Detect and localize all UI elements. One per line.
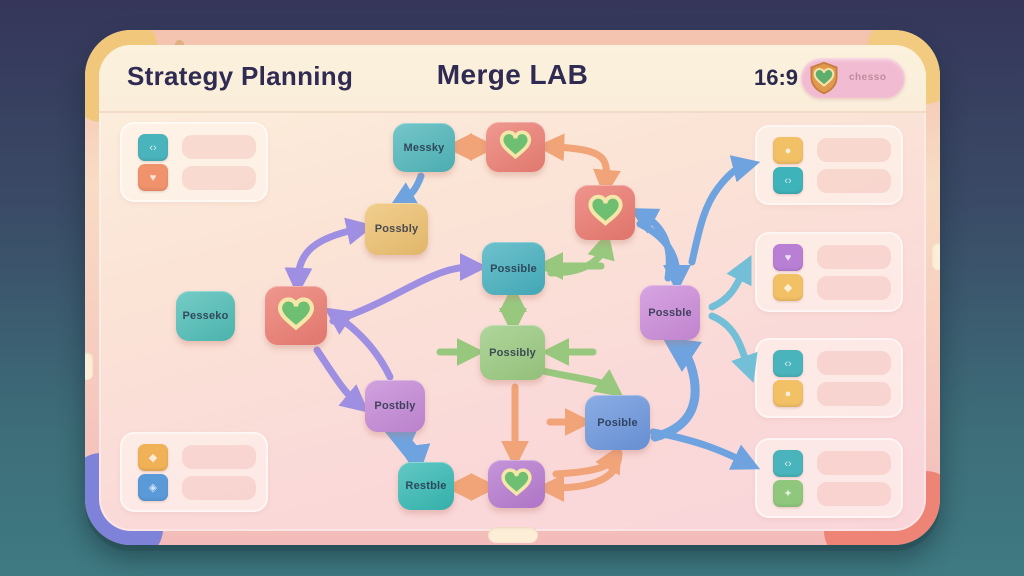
- card-tile-column: ‹› ♥: [138, 134, 168, 194]
- flow-node-label: Possbly: [374, 223, 419, 235]
- circle-icon: ●: [773, 137, 803, 164]
- flow-node-posible-blue[interactable]: Posible: [585, 395, 650, 450]
- card-tile-column: ‹› ✦: [773, 450, 803, 510]
- flow-node-label: Postbly: [374, 400, 416, 412]
- recipe-card-left-2[interactable]: ◆◈: [120, 432, 268, 512]
- placeholder-bar: [182, 135, 256, 159]
- frame-notch-right: [932, 242, 940, 270]
- heart-icon: ♥: [138, 164, 168, 191]
- placeholder-bar: [817, 351, 891, 375]
- flow-node-label: Messky: [403, 141, 445, 154]
- placeholder-bar: [182, 445, 256, 469]
- circle-icon: ●: [773, 380, 803, 407]
- code-icon: ‹›: [773, 350, 803, 377]
- frame-notch-left: [85, 352, 93, 380]
- flow-node-messky[interactable]: Messky: [393, 123, 455, 172]
- heart-icon: [587, 192, 624, 233]
- heart-icon: [497, 128, 534, 166]
- flow-node-possibly-green[interactable]: Possibly: [480, 325, 545, 380]
- placeholder-bar: [182, 476, 256, 500]
- diamond-icon: ◆: [773, 274, 803, 301]
- flow-node-pesseko[interactable]: Pesseko: [176, 291, 235, 341]
- recipe-card-right-1[interactable]: ● ‹›: [755, 125, 903, 205]
- card-text-placeholders: [817, 138, 891, 200]
- card-tile-column: ‹› ●: [773, 350, 803, 410]
- profile-pill[interactable]: chesso: [801, 58, 905, 98]
- code-icon: ‹›: [773, 450, 803, 477]
- flow-node-label: Pesseko: [182, 310, 229, 322]
- heart-node-heart-left[interactable]: [265, 286, 327, 345]
- recipe-card-left-1[interactable]: ‹› ♥: [120, 122, 268, 202]
- card-tile-column: ● ‹›: [773, 137, 803, 197]
- recipe-card-right-2[interactable]: ♥◆: [755, 232, 903, 312]
- frame-freckle: [175, 40, 184, 49]
- flow-node-postbly-purple[interactable]: Postbly: [365, 380, 425, 432]
- shield-badge-icon: [809, 61, 839, 100]
- flow-node-possbly-orange[interactable]: Possbly: [365, 203, 428, 255]
- card-text-placeholders: [817, 245, 891, 307]
- placeholder-bar: [182, 166, 256, 190]
- placeholder-bar: [817, 245, 891, 269]
- heart-icon: [277, 294, 315, 338]
- flow-node-label: Restble: [405, 480, 447, 492]
- leaf-icon: ✦: [773, 480, 803, 507]
- recipe-card-right-3[interactable]: ‹› ●: [755, 338, 903, 418]
- flow-node-label: Possibly: [489, 346, 536, 359]
- card-text-placeholders: [817, 451, 891, 513]
- card-text-placeholders: [817, 351, 891, 413]
- code-icon: ‹›: [138, 134, 168, 161]
- recipe-card-right-4[interactable]: ‹› ✦: [755, 438, 903, 518]
- heart-node-heart-top[interactable]: [486, 122, 545, 172]
- gem-icon: ◈: [138, 474, 168, 501]
- app-title: Merge LAB: [436, 59, 589, 90]
- flow-node-restble[interactable]: Restble: [398, 462, 454, 510]
- page-title: Strategy Planning: [127, 61, 354, 91]
- placeholder-bar: [817, 138, 891, 162]
- placeholder-bar: [817, 382, 891, 406]
- diamond-icon: ◆: [138, 444, 168, 471]
- placeholder-bar: [817, 482, 891, 506]
- placeholder-bar: [817, 276, 891, 300]
- aspect-ratio-label: 16:9: [754, 65, 799, 90]
- profile-pill-label: chesso: [849, 72, 887, 83]
- flow-node-label: Posible: [597, 416, 638, 429]
- placeholder-bar: [817, 169, 891, 193]
- heart-node-heart-bottom[interactable]: [488, 460, 545, 508]
- heart-icon: [499, 466, 534, 503]
- header-bar: Strategy Planning Merge LAB 16:9 chesso: [99, 45, 926, 113]
- card-text-placeholders: [182, 135, 256, 197]
- heart-node-heart-right[interactable]: [575, 185, 635, 240]
- code-icon: ‹›: [773, 167, 803, 194]
- placeholder-bar: [817, 451, 891, 475]
- flow-node-label: Possble: [648, 306, 692, 319]
- heart-icon: ♥: [773, 244, 803, 271]
- flow-node-label: Possible: [490, 262, 537, 275]
- card-tile-column: ♥◆: [773, 244, 803, 304]
- frame-notch-bottom: [488, 527, 538, 543]
- flow-node-possible-center[interactable]: Possible: [482, 242, 545, 295]
- card-tile-column: ◆◈: [138, 444, 168, 504]
- flow-node-possble-right[interactable]: Possble: [640, 285, 700, 340]
- card-text-placeholders: [182, 445, 256, 507]
